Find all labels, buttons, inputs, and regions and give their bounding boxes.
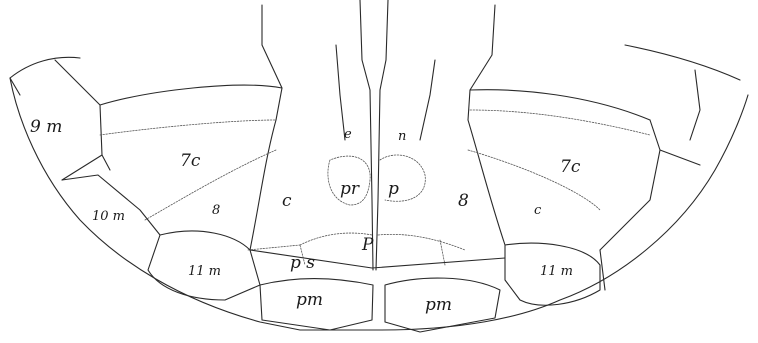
upper-sutures [100,5,650,140]
label-p-center: P [361,235,374,255]
label-7c-left: 7c [180,151,201,171]
label-p-upper: p [388,179,399,199]
shell-outline [10,45,748,330]
right-marginals [600,70,700,290]
lower-plates [148,231,600,332]
label-pm-left: pm [296,290,323,310]
plastral-rosette [300,155,465,265]
bone-labels: 9 m 7c 7c e n 10 m 8 c pr p 8 c P p s 11… [30,117,581,315]
label-8-right: 8 [458,191,469,211]
label-7c-right: 7c [560,157,581,177]
central-keel [360,0,388,270]
label-n-upper: n [398,129,406,144]
label-c-right: c [534,203,542,218]
costal-sutures [100,110,650,250]
label-ps: p s [290,253,315,273]
label-11m-left: 11 m [188,264,221,279]
label-11m-right: 11 m [540,264,573,279]
label-e-upper: e [344,127,352,142]
label-10m: 10 m [92,209,125,224]
label-pr: pr [340,179,360,199]
label-pm-right: pm [425,295,452,315]
label-8-left: 8 [212,203,220,218]
label-9m: 9 m [30,117,62,137]
label-c-left: c [282,191,292,211]
